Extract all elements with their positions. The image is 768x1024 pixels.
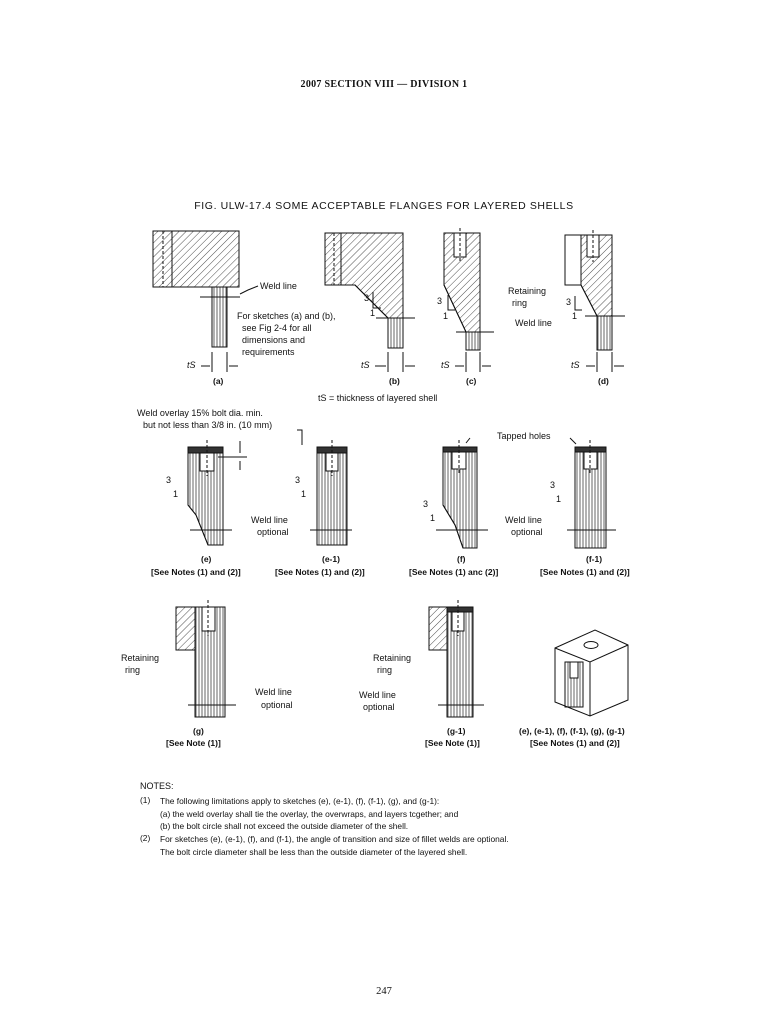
sketch-e: [187, 440, 247, 546]
note-2-text: For sketches (e), (e-1), (f), and (f-1),…: [160, 834, 509, 844]
sketch-c: [443, 228, 494, 372]
tapped-holes-label: Tapped holes: [497, 431, 551, 441]
slope-1-e1: 1: [301, 489, 307, 499]
sketch-g: [175, 600, 236, 718]
sketch-a: [152, 230, 259, 372]
note-1a-text: (a) the weld overlay shall tie the overl…: [160, 809, 459, 819]
note-1-text: The following limitations apply to sketc…: [160, 796, 440, 806]
weld-overlay-label-line2: but not less than 3/8 in. (10 mm): [143, 420, 273, 430]
retaining-ring-label-g1-line1: Retaining: [373, 653, 412, 663]
sketch-d: [564, 230, 625, 372]
see-note-g1: [See Note (1)]: [425, 738, 480, 748]
weld-overlay-label-line1: Weld overlay 15% bolt dia. min.: [137, 408, 263, 418]
slope-1-e: 1: [173, 489, 179, 499]
ts-symbol-b: tS: [361, 360, 370, 370]
slope-3-c: 3: [437, 296, 443, 306]
page-number: 247: [376, 986, 392, 997]
for-sketches-note-line1: For sketches (a) and (b),: [237, 311, 336, 321]
retaining-ring-label-g1-line2: ring: [377, 665, 393, 675]
retaining-ring-label-g-line1: Retaining: [121, 653, 160, 663]
running-header: 2007 SECTION VIII — DIVISION 1: [300, 79, 468, 90]
caption-c: (c): [466, 376, 477, 386]
caption-g1: (g-1): [447, 726, 466, 736]
caption-f1: (f-1): [586, 554, 603, 564]
sketch-f: [436, 440, 488, 549]
slope-1-f1: 1: [556, 494, 562, 504]
slope-3-b: 3: [364, 293, 370, 303]
for-sketches-note-line4: requirements: [242, 347, 295, 357]
notes-heading: NOTES:: [140, 781, 174, 791]
note-1b-text: (b) the bolt circle shall not exceed the…: [160, 821, 409, 831]
see-notes-iso: [See Notes (1) and (2)]: [530, 738, 620, 748]
note-2-number: (2): [140, 833, 151, 843]
slope-1-f: 1: [430, 513, 436, 523]
for-sketches-note-line3: dimensions and: [242, 335, 306, 345]
caption-e: (e): [201, 554, 212, 564]
retaining-ring-label-g-line2: ring: [125, 665, 141, 675]
caption-e1: (e-1): [322, 554, 340, 564]
see-note-g: [See Note (1)]: [166, 738, 221, 748]
weld-line-optional-g1-line2: optional: [363, 702, 395, 712]
weld-line-optional-e-line2: optional: [257, 527, 289, 537]
caption-d: (d): [598, 376, 609, 386]
slope-3-e: 3: [166, 475, 172, 485]
caption-f: (f): [457, 554, 466, 564]
sketch-g1: [428, 600, 484, 718]
weld-line-optional-e-line1: Weld line: [251, 515, 288, 525]
ts-definition: tS = thickness of layered shell: [318, 393, 438, 403]
weld-line-label-a: Weld line: [260, 281, 297, 291]
ts-symbol-c: tS: [441, 360, 450, 370]
slope-1-d: 1: [572, 311, 578, 321]
slope-1-b: 1: [370, 308, 376, 318]
sketch-e1: [297, 429, 352, 546]
see-notes-f: [See Notes (1) anc (2)]: [409, 567, 499, 577]
weld-line-optional-g1-line1: Weld line: [359, 690, 396, 700]
slope-3-f1: 3: [550, 480, 556, 490]
caption-b: (b): [389, 376, 400, 386]
sketch-f1: [465, 437, 616, 549]
see-notes-e1: [See Notes (1) and (2)]: [275, 567, 365, 577]
see-notes-f1: [See Notes (1) and (2)]: [540, 567, 630, 577]
caption-a: (a): [213, 376, 224, 386]
weld-line-optional-f-line1: Weld line: [505, 515, 542, 525]
caption-g: (g): [193, 726, 204, 736]
retaining-ring-label-d-line2: ring: [512, 298, 528, 308]
slope-3-d: 3: [566, 297, 572, 307]
for-sketches-note-line2: see Fig 2-4 for all: [242, 323, 312, 333]
ts-symbol-a: tS: [187, 360, 196, 370]
weld-line-label-cd: Weld line: [515, 318, 552, 328]
sketch-isometric: [554, 629, 629, 717]
sketch-b: [324, 232, 415, 372]
see-notes-e: [See Notes (1) and (2)]: [151, 567, 241, 577]
ts-symbol-d: tS: [571, 360, 580, 370]
note-1-number: (1): [140, 795, 151, 805]
weld-line-optional-g-line2: optional: [261, 700, 293, 710]
note-2b-text: The bolt circle diameter shall be less t…: [160, 847, 468, 857]
slope-3-e1: 3: [295, 475, 301, 485]
retaining-ring-label-d-line1: Retaining: [508, 286, 547, 296]
slope-1-c: 1: [443, 311, 449, 321]
weld-line-optional-g-line1: Weld line: [255, 687, 292, 697]
weld-line-optional-f-line2: optional: [511, 527, 543, 537]
caption-iso: (e), (e-1), (f), (f-1), (g), (g-1): [519, 726, 625, 736]
slope-3-f: 3: [423, 499, 429, 509]
figure-title: FIG. ULW-17.4 SOME ACCEPTABLE FLANGES FO…: [194, 200, 574, 212]
